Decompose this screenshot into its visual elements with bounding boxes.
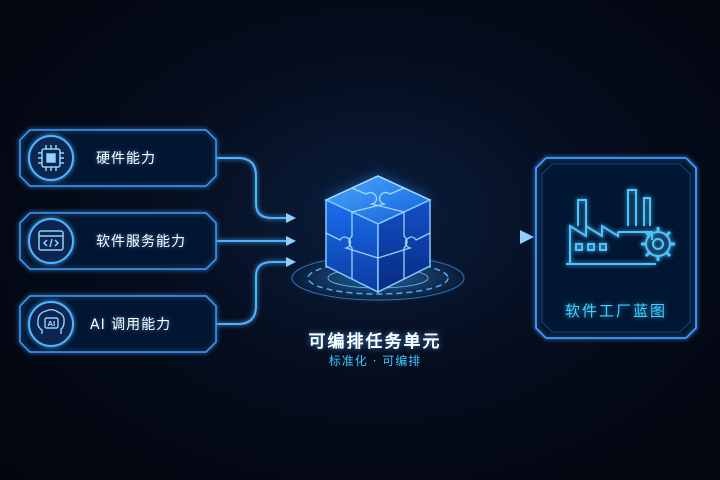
ai-brain-icon: AI (37, 309, 65, 334)
output-label: 软件工厂蓝图 (564, 302, 667, 320)
input-label-software: 软件服务能力 (96, 234, 186, 250)
arrowhead-hardware (286, 213, 296, 223)
input-card-ai: AI (19, 295, 217, 353)
center-title: 可编排任务单元 (308, 332, 442, 352)
input-card-hardware (19, 129, 217, 187)
connector-hardware (216, 157, 288, 219)
puzzle-cube-icon (324, 175, 432, 294)
arrowhead-software (286, 236, 296, 246)
connector-arrowheads (286, 213, 296, 267)
output-arrowhead (520, 230, 534, 244)
code-window-icon (38, 230, 64, 251)
input-label-ai: AI 调用能力 (90, 317, 172, 333)
input-label-hardware: 硬件能力 (96, 151, 156, 167)
output-card-factory (535, 157, 697, 339)
input-card-software (19, 212, 217, 270)
factory-gear-icon (566, 189, 675, 265)
connector-ai (216, 261, 288, 325)
arrowhead-ai (286, 257, 296, 267)
svg-text:AI: AI (47, 320, 55, 328)
data-beams (331, 99, 423, 196)
input-connectors (216, 157, 288, 325)
center-subtitle: 标准化 · 可编排 (328, 354, 422, 368)
chip-icon (38, 145, 64, 171)
